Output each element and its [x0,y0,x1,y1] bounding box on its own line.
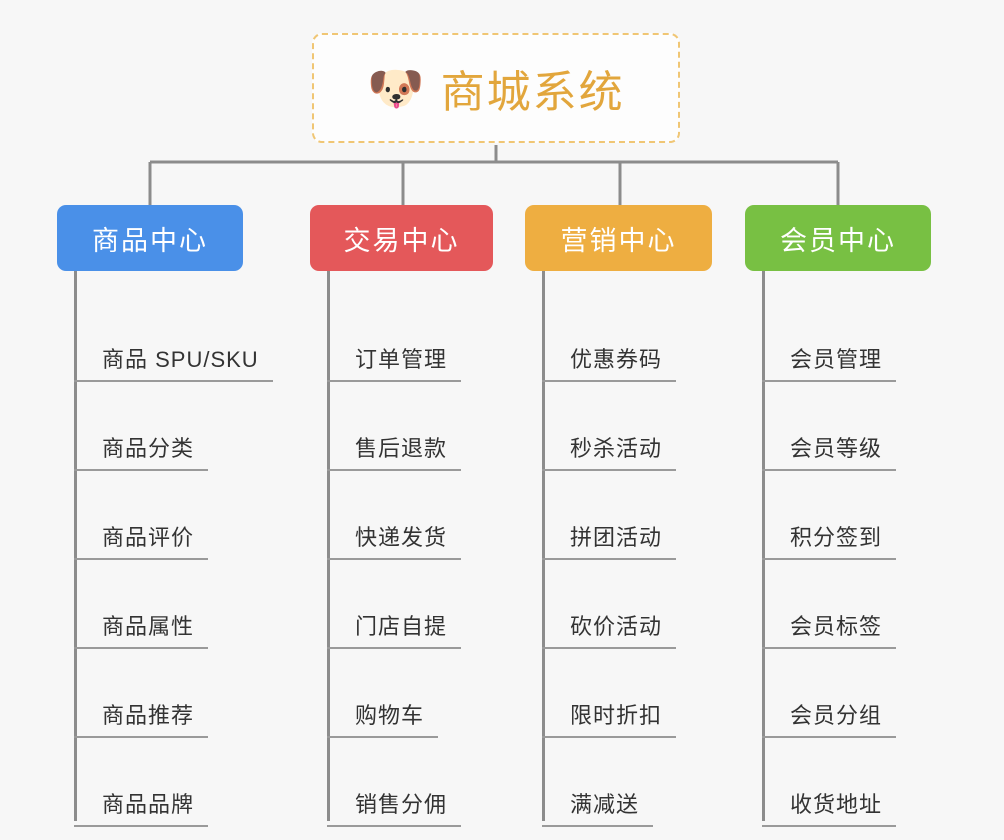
leaf-item[interactable]: 优惠券码 [525,293,712,382]
leaf-item-label: 购物车 [327,698,439,738]
leaf-item-label: 订单管理 [327,342,462,382]
leaf-item-label: 积分签到 [762,520,897,560]
category-box-product-center[interactable]: 商品中心 [57,205,243,271]
leaf-list-trade-center: 订单管理售后退款快递发货门店自提购物车销售分佣 [310,271,493,827]
leaf-item[interactable]: 快递发货 [310,471,493,560]
leaf-item-label: 商品评价 [74,520,209,560]
leaf-item[interactable]: 购物车 [310,649,493,738]
leaf-item-label: 商品属性 [74,609,209,649]
leaf-item-label: 收货地址 [762,787,897,827]
leaf-item-label: 售后退款 [327,431,462,471]
leaf-item-label: 商品分类 [74,431,209,471]
leaf-item-label: 满减送 [542,787,654,827]
shiba-dog-face-icon: 🐶 [367,62,425,114]
leaf-item-label: 限时折扣 [542,698,677,738]
leaf-item[interactable]: 拼团活动 [525,471,712,560]
leaf-item-label: 商品品牌 [74,787,209,827]
category-label: 商品中心 [92,225,208,256]
category-label: 营销中心 [560,225,677,256]
leaf-item-label: 秒杀活动 [542,431,677,471]
leaf-item[interactable]: 秒杀活动 [525,382,712,471]
column-product-center: 商品中心商品 SPU/SKU 商品分类商品评价商品属性商品推荐商品品牌 [57,205,273,827]
leaf-item-label: 优惠券码 [542,342,677,382]
leaf-item-label: 砍价活动 [542,609,677,649]
leaf-item-label: 快递发货 [327,520,462,560]
category-box-trade-center[interactable]: 交易中心 [310,205,493,271]
leaf-item-label: 门店自提 [327,609,462,649]
leaf-item[interactable]: 积分签到 [745,471,931,560]
leaf-item[interactable]: 商品推荐 [57,649,243,738]
leaf-item[interactable]: 订单管理 [310,293,493,382]
leaf-item[interactable]: 门店自提 [310,560,493,649]
leaf-item[interactable]: 砍价活动 [525,560,712,649]
leaf-item[interactable]: 会员标签 [745,560,931,649]
leaf-item[interactable]: 售后退款 [310,382,493,471]
leaf-item[interactable]: 会员分组 [745,649,931,738]
category-label: 会员中心 [780,225,896,256]
leaf-item-label: 会员等级 [762,431,897,471]
leaf-item[interactable]: 商品评价 [57,471,243,560]
leaf-list-member-center: 会员管理会员等级积分签到会员标签会员分组收货地址 [745,271,931,827]
leaf-item[interactable]: 商品品牌 [57,738,243,827]
leaf-item-label: 销售分佣 [327,787,462,827]
column-trade-center: 交易中心订单管理售后退款快递发货门店自提购物车销售分佣 [310,205,493,827]
leaf-item[interactable]: 会员管理 [745,293,931,382]
leaf-item[interactable]: 销售分佣 [310,738,493,827]
leaf-item[interactable]: 商品 SPU/SKU [57,293,273,382]
leaf-item-label: 商品推荐 [74,698,209,738]
leaf-item-label: 拼团活动 [542,520,677,560]
leaf-item[interactable]: 满减送 [525,738,712,827]
root-title: 商城系统 [440,68,625,117]
leaf-item[interactable]: 会员等级 [745,382,931,471]
leaf-item[interactable]: 收货地址 [745,738,931,827]
column-marketing-center: 营销中心优惠券码秒杀活动拼团活动砍价活动限时折扣满减送 [525,205,712,827]
leaf-item-label: 会员分组 [762,698,897,738]
leaf-item-label: 商品 SPU/SKU [74,342,273,382]
category-box-marketing-center[interactable]: 营销中心 [525,205,712,271]
category-box-member-center[interactable]: 会员中心 [745,205,931,271]
root-node[interactable]: 🐶 商城系统 [312,33,680,143]
column-member-center: 会员中心会员管理会员等级积分签到会员标签会员分组收货地址 [745,205,931,827]
category-label: 交易中心 [343,225,460,256]
leaf-list-product-center: 商品 SPU/SKU 商品分类商品评价商品属性商品推荐商品品牌 [57,271,273,827]
leaf-item-label: 会员标签 [762,609,897,649]
leaf-list-marketing-center: 优惠券码秒杀活动拼团活动砍价活动限时折扣满减送 [525,271,712,827]
leaf-item[interactable]: 商品分类 [57,382,243,471]
leaf-item[interactable]: 限时折扣 [525,649,712,738]
leaf-item-label: 会员管理 [762,342,897,382]
leaf-item[interactable]: 商品属性 [57,560,243,649]
